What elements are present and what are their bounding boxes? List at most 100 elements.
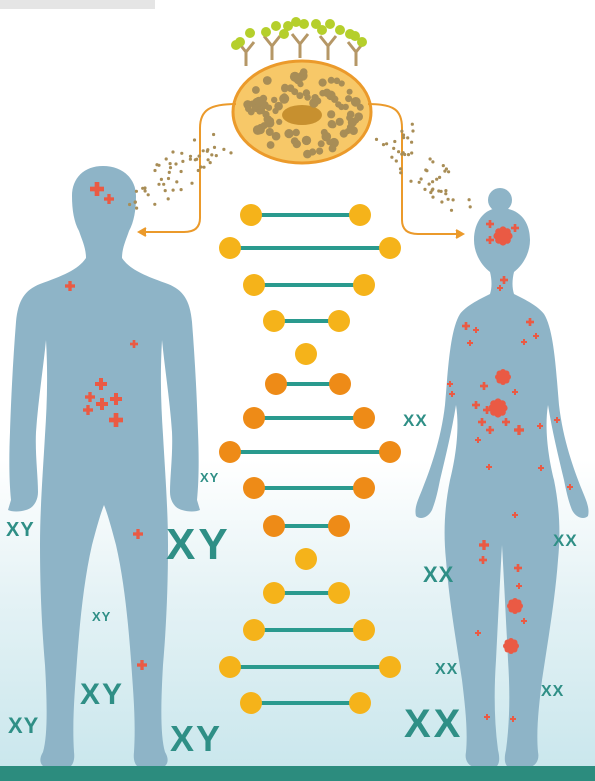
particle bbox=[394, 159, 398, 163]
autoimmune-marker bbox=[478, 418, 486, 426]
particle bbox=[171, 150, 175, 154]
particle bbox=[188, 154, 193, 158]
antibody-tip bbox=[357, 37, 367, 47]
particle bbox=[427, 182, 431, 186]
particle-streams bbox=[128, 122, 472, 212]
autoimmune-marker bbox=[516, 583, 522, 589]
autoimmune-marker bbox=[96, 398, 108, 410]
particle bbox=[135, 206, 139, 210]
particle bbox=[406, 153, 411, 157]
antibody-tip bbox=[299, 19, 309, 29]
particle bbox=[419, 177, 423, 181]
granule bbox=[262, 76, 272, 85]
autoimmune-marker bbox=[475, 630, 481, 636]
autoimmune-marker bbox=[486, 426, 494, 434]
particle bbox=[155, 163, 159, 167]
particle bbox=[192, 138, 197, 142]
dna-rung bbox=[219, 441, 401, 463]
chromosome-label-xx: XX bbox=[404, 702, 464, 746]
particle bbox=[229, 151, 233, 155]
autoimmune-marker bbox=[533, 333, 539, 339]
granule bbox=[352, 116, 360, 124]
particle bbox=[449, 208, 454, 212]
autoimmune-marker bbox=[104, 194, 114, 204]
granule bbox=[265, 128, 274, 136]
particle bbox=[402, 136, 406, 140]
particle bbox=[440, 200, 444, 204]
autoimmune-marker bbox=[467, 340, 473, 346]
particle bbox=[143, 189, 147, 193]
autoimmune-marker bbox=[488, 398, 508, 418]
granule bbox=[292, 139, 301, 149]
chromosome-label-xy: XY bbox=[6, 519, 35, 541]
granule bbox=[263, 115, 273, 124]
autoimmune-marker bbox=[521, 618, 527, 624]
particle bbox=[446, 197, 450, 201]
autoimmune-marker bbox=[475, 437, 481, 443]
dna-rung bbox=[263, 582, 350, 604]
granule bbox=[274, 101, 283, 111]
dna-rung bbox=[243, 619, 375, 641]
particle bbox=[447, 170, 451, 174]
granule bbox=[292, 128, 300, 137]
particle bbox=[428, 157, 432, 161]
granule bbox=[296, 92, 304, 100]
particle bbox=[141, 186, 145, 190]
autoimmune-marker bbox=[83, 405, 93, 415]
dna-rung bbox=[240, 692, 371, 714]
antibody-tip bbox=[245, 28, 255, 38]
left-arrow bbox=[136, 103, 237, 237]
autoimmune-marker bbox=[486, 220, 494, 228]
particle bbox=[180, 151, 184, 155]
particle bbox=[202, 165, 206, 169]
dna-rung bbox=[265, 373, 351, 395]
particle bbox=[174, 162, 178, 166]
autoimmune-marker bbox=[495, 369, 511, 385]
particle bbox=[175, 180, 179, 184]
particle bbox=[157, 182, 161, 186]
particle bbox=[430, 188, 434, 192]
particle bbox=[441, 164, 445, 168]
antibody-tip bbox=[325, 19, 335, 29]
particle bbox=[179, 169, 183, 174]
granule bbox=[309, 148, 317, 156]
chromosome-label-xy: XY bbox=[80, 678, 125, 711]
autoimmune-marker bbox=[510, 716, 516, 722]
antibody-icon bbox=[290, 33, 310, 58]
particle bbox=[166, 197, 170, 201]
particle bbox=[392, 146, 396, 150]
granule bbox=[327, 110, 336, 119]
dna-rung bbox=[240, 204, 371, 226]
particle bbox=[212, 132, 216, 137]
particle bbox=[167, 170, 171, 174]
particle bbox=[425, 169, 429, 173]
autoimmune-marker bbox=[486, 236, 494, 244]
particle bbox=[168, 162, 172, 166]
autoimmune-marker bbox=[502, 418, 510, 426]
granule bbox=[265, 104, 273, 111]
granule bbox=[339, 129, 348, 138]
particle bbox=[451, 198, 455, 202]
particle bbox=[214, 154, 218, 158]
particle bbox=[468, 205, 472, 209]
antibody-tip bbox=[283, 21, 293, 31]
granule bbox=[301, 135, 312, 146]
granule bbox=[302, 89, 311, 97]
particle bbox=[381, 143, 386, 147]
ground-strip bbox=[0, 766, 595, 781]
autoimmune-marker bbox=[514, 425, 524, 435]
chromosome-label-xx: XX bbox=[553, 531, 578, 550]
granule bbox=[276, 118, 283, 125]
autoimmune-marker bbox=[479, 556, 487, 564]
autoimmune-marker bbox=[484, 714, 490, 720]
particle bbox=[206, 158, 210, 162]
granule bbox=[281, 85, 289, 93]
chromosome-label-xy: XY bbox=[166, 520, 231, 569]
particle bbox=[443, 169, 447, 173]
granule bbox=[318, 78, 327, 87]
particle bbox=[393, 139, 397, 144]
autoimmune-markers bbox=[65, 182, 573, 722]
granule bbox=[286, 84, 295, 92]
particle bbox=[374, 137, 379, 141]
